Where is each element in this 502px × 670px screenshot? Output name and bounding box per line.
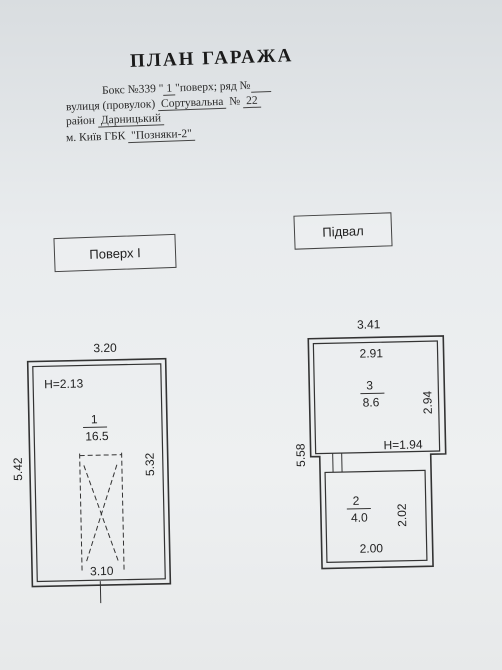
floor1-left-height-label: 5.42 — [11, 457, 25, 481]
room2-height-side: 2.02 — [395, 503, 409, 527]
floor1-room-fraction-line — [83, 426, 108, 428]
floor1-room-area: 16.5 — [85, 429, 109, 443]
room3-fraction-line — [360, 392, 385, 395]
basement-plan: 3.41 5.58 2.91 3 8.6 2.94 H=1.94 2 4.0 2… — [293, 317, 447, 570]
room2-wall — [324, 469, 428, 564]
basement-outer-wall — [307, 335, 447, 570]
room3-area: 8.6 — [362, 395, 379, 409]
car-symbol — [79, 452, 125, 574]
floor1-inner-wall — [32, 363, 166, 583]
floor1-plan: 3.20 5.42 5.32 H=2.13 1 16.5 3.10 — [11, 341, 172, 604]
room3-inner-width: 2.91 — [359, 346, 383, 360]
basement-top-width-label: 3.41 — [357, 317, 381, 331]
floor1-ceiling-height: H=2.13 — [44, 376, 84, 391]
room3-wall — [312, 340, 441, 455]
basement-ceiling-height: H=1.94 — [383, 437, 423, 452]
room2-number: 2 — [353, 494, 360, 508]
room2-area: 4.0 — [351, 511, 368, 525]
room2-width: 2.00 — [360, 541, 384, 555]
basement-left-height-label: 5.58 — [293, 443, 307, 467]
room2-fraction-line — [346, 507, 371, 510]
floor1-gate-label: 3.10 — [90, 564, 114, 578]
floor1-room-number: 1 — [91, 412, 98, 426]
floor1-width-label: 3.20 — [93, 341, 117, 355]
floor1-right-height-label: 5.32 — [143, 452, 157, 476]
room3-number: 3 — [366, 378, 373, 392]
room3-height-side: 2.94 — [420, 390, 434, 414]
floor1-outer-wall — [26, 357, 172, 588]
